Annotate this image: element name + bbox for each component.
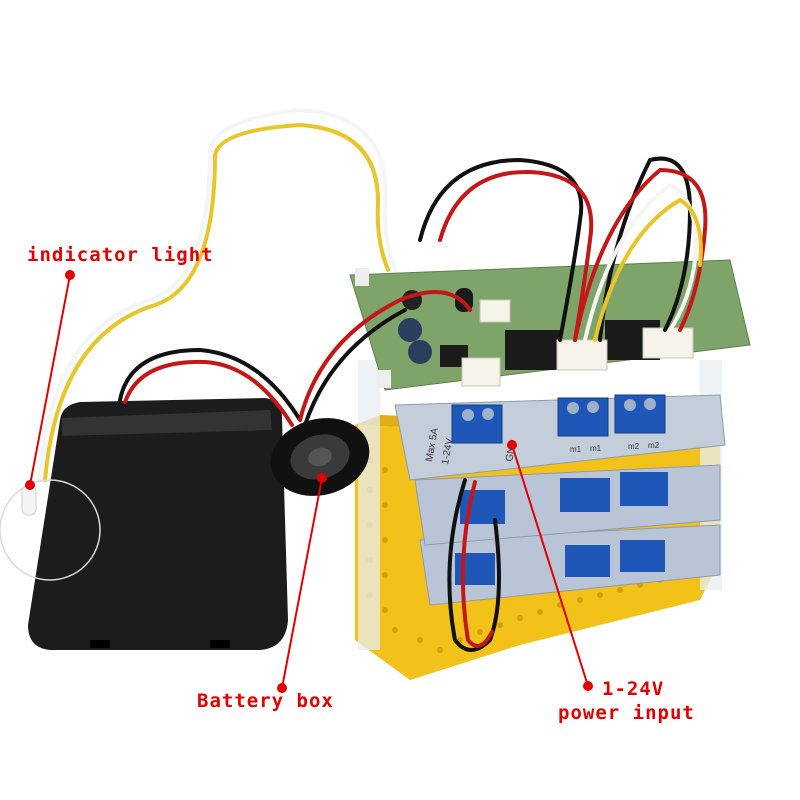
- driver-board-bottom: [419, 524, 721, 606]
- highlight-circle: [0, 479, 101, 581]
- terminal-block: [565, 545, 610, 577]
- terminal-block: [560, 478, 610, 512]
- terminal-label: m1: [590, 444, 602, 453]
- terminal-block: [620, 472, 668, 506]
- power-input-label-voltage: 1-24V: [602, 678, 665, 700]
- battery-box: [28, 398, 288, 650]
- connector: [556, 339, 608, 371]
- connector: [642, 327, 694, 359]
- annotation-pointers: [25, 270, 593, 693]
- wires: [38, 107, 708, 652]
- terminal-label: m2: [648, 441, 660, 450]
- speaker: [270, 418, 370, 496]
- terminal-label: m2: [628, 442, 640, 451]
- power-input-label-text: power input: [558, 702, 695, 724]
- connector: [461, 357, 501, 387]
- terminal-block: [620, 540, 665, 572]
- pcb-post: [355, 268, 369, 286]
- pcb-post: [377, 370, 391, 388]
- indicator-light-label: indicator light: [27, 244, 214, 266]
- terminal-label: m1: [570, 445, 582, 454]
- capacitor: [398, 318, 422, 342]
- driver-board-top: Max 5A 1-24V GND m1 m1 m2 m2: [394, 394, 726, 481]
- terminal-block: [557, 397, 609, 437]
- terminal-block: [614, 394, 666, 434]
- terminal-block: [451, 404, 503, 444]
- battery-box-label: Battery box: [197, 690, 334, 712]
- capacitor: [408, 340, 432, 364]
- board-voltage: 1-24V: [440, 437, 456, 466]
- connector: [479, 299, 511, 323]
